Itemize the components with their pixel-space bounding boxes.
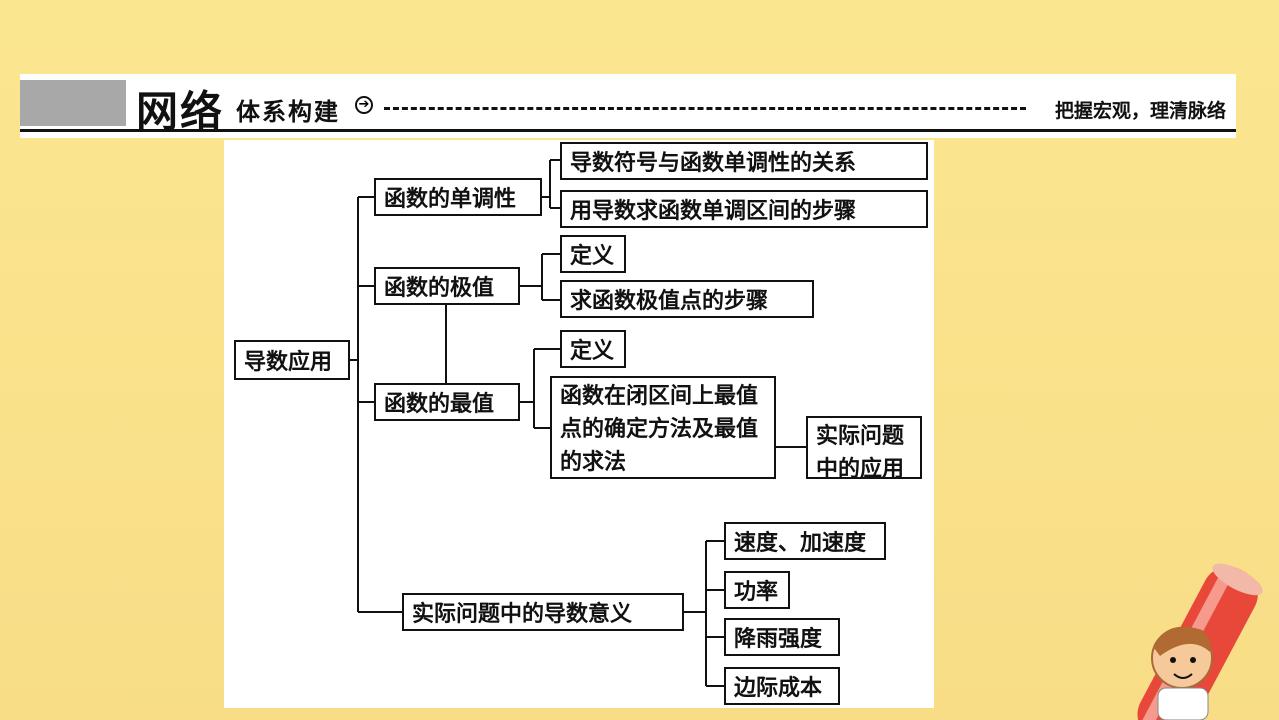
header-title-sub: 体系构建 — [236, 98, 340, 126]
concept-map-panel: 导数应用 函数的单调性 导数符号与函数单调性的关系 用导数求函数单调区间的步骤 … — [224, 140, 934, 708]
header-title-main: 网络 — [136, 87, 225, 136]
circled-arrow-right-icon: ➔ — [355, 96, 373, 114]
header-dashed-line — [384, 107, 1026, 110]
pencil-mascot-illustration — [1137, 563, 1263, 720]
section-header: 网络 体系构建 ➔ 把握宏观，理清脉络 — [20, 74, 1236, 138]
closed-interval-extremum-method: 函数在闭区间上最值点的确定方法及最值的求法 — [550, 376, 776, 479]
meaning-marginal-cost: 边际成本 — [724, 667, 840, 705]
branch-maximum: 函数的最值 — [374, 383, 520, 421]
extremum-point-steps: 求函数极值点的步骤 — [560, 280, 814, 318]
practical-application: 实际问题中的应用 — [806, 416, 922, 482]
branch-practical-meaning: 实际问题中的导数意义 — [402, 593, 684, 631]
header-slogan: 把握宏观，理清脉络 — [1054, 100, 1226, 122]
monotonicity-sign-relation: 导数符号与函数单调性的关系 — [560, 142, 928, 180]
branch-monotonicity: 函数的单调性 — [374, 178, 542, 216]
meaning-velocity: 速度、加速度 — [724, 522, 886, 560]
header-underline — [20, 129, 1236, 132]
header-gray-block — [20, 80, 126, 126]
meaning-power: 功率 — [724, 571, 790, 609]
branch-extremum: 函数的极值 — [374, 267, 520, 305]
connector-lines — [350, 159, 806, 687]
maximum-definition: 定义 — [560, 330, 626, 368]
meaning-rainfall: 降雨强度 — [724, 618, 840, 656]
monotonic-interval-steps: 用导数求函数单调区间的步骤 — [560, 190, 928, 228]
extremum-definition: 定义 — [560, 235, 626, 273]
root-node: 导数应用 — [234, 340, 350, 380]
